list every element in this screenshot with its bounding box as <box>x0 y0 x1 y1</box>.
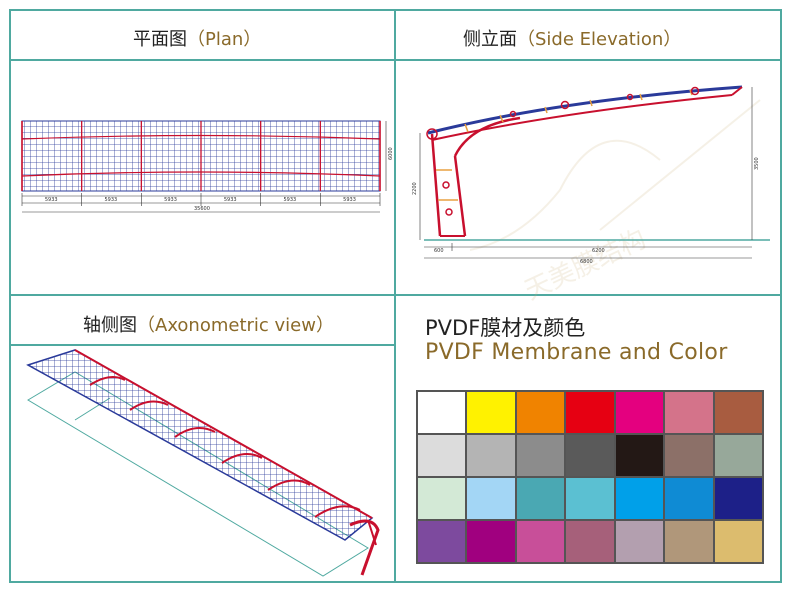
color-swatch <box>515 520 566 563</box>
plan-drawing: 6000 5933 5933 5933 5933 5933 5933 35600 <box>21 120 394 213</box>
color-swatch <box>466 391 516 434</box>
color-swatch <box>565 477 615 520</box>
color-swatch <box>417 391 467 434</box>
watermark-text: 天美膜结构 <box>520 224 651 306</box>
pvdf-title-en: PVDF Membrane and Color <box>425 340 728 365</box>
color-swatch <box>417 434 467 477</box>
color-swatch <box>466 477 516 520</box>
side-elevation-drawing: 2200 3500 600 6200 6800 <box>412 85 770 265</box>
color-swatch <box>614 520 665 563</box>
plan-title-cn: 平面图 <box>133 29 187 50</box>
center-divider <box>394 9 396 583</box>
side-title-en: Side Elevation <box>535 29 664 50</box>
color-swatch <box>417 477 467 520</box>
color-swatch <box>466 434 516 477</box>
side-title-cn: 侧立面 <box>463 29 517 50</box>
watermark-logo: 天美膜结构 <box>469 99 761 306</box>
color-swatch <box>664 520 714 563</box>
plan-title: 平面图（Plan） <box>133 29 262 50</box>
color-swatch <box>664 391 714 434</box>
side-span-dim: 6200 <box>592 248 605 254</box>
plan-title-divider <box>9 59 782 61</box>
color-swatch <box>565 434 615 477</box>
axo-title: 轴侧图（Axonometric view） <box>83 315 334 336</box>
axo-title-divider <box>9 344 395 346</box>
plan-bay-dim: 5933 <box>105 197 118 203</box>
plan-bay-dim: 5933 <box>224 197 237 203</box>
pvdf-title-cn: PVDF膜材及颜色 <box>425 316 586 340</box>
color-swatch-grid <box>416 390 764 564</box>
color-swatch <box>565 520 615 563</box>
color-swatch <box>713 520 763 563</box>
side-title: 侧立面（Side Elevation） <box>463 29 682 50</box>
side-left-height-dim: 2200 <box>412 182 418 195</box>
color-swatch <box>614 477 665 520</box>
axo-mesh-area <box>26 349 374 541</box>
color-swatch <box>515 434 566 477</box>
axo-title-cn: 轴侧图 <box>83 315 137 336</box>
axo-title-en: Axonometric view <box>155 315 316 336</box>
color-swatch <box>466 520 516 563</box>
color-swatch <box>713 434 763 477</box>
color-swatch <box>713 477 763 520</box>
axonometric-drawing <box>26 349 380 577</box>
color-swatch <box>515 391 566 434</box>
middle-divider <box>9 294 782 296</box>
plan-bay-dims: 5933 5933 5933 5933 5933 5933 <box>21 193 381 206</box>
plan-bay-dim: 5933 <box>164 197 177 203</box>
plan-total-dim: 35600 <box>194 206 210 212</box>
plan-title-en: Plan <box>205 29 244 50</box>
color-swatch <box>664 434 714 477</box>
color-swatch <box>614 391 665 434</box>
plan-bay-dim: 5933 <box>284 197 297 203</box>
color-swatch <box>565 391 615 434</box>
plan-depth-dim: 6000 <box>388 147 394 160</box>
color-swatch <box>664 477 714 520</box>
color-swatch <box>614 434 665 477</box>
side-right-height-dim: 3500 <box>754 157 760 170</box>
color-swatch <box>417 520 467 563</box>
color-swatch <box>713 391 763 434</box>
color-swatch <box>515 477 566 520</box>
side-offset-dim: 600 <box>434 248 444 254</box>
plan-bay-dim: 5933 <box>343 197 356 203</box>
side-total-dim: 6800 <box>580 259 593 265</box>
plan-bay-dim: 5933 <box>45 197 58 203</box>
